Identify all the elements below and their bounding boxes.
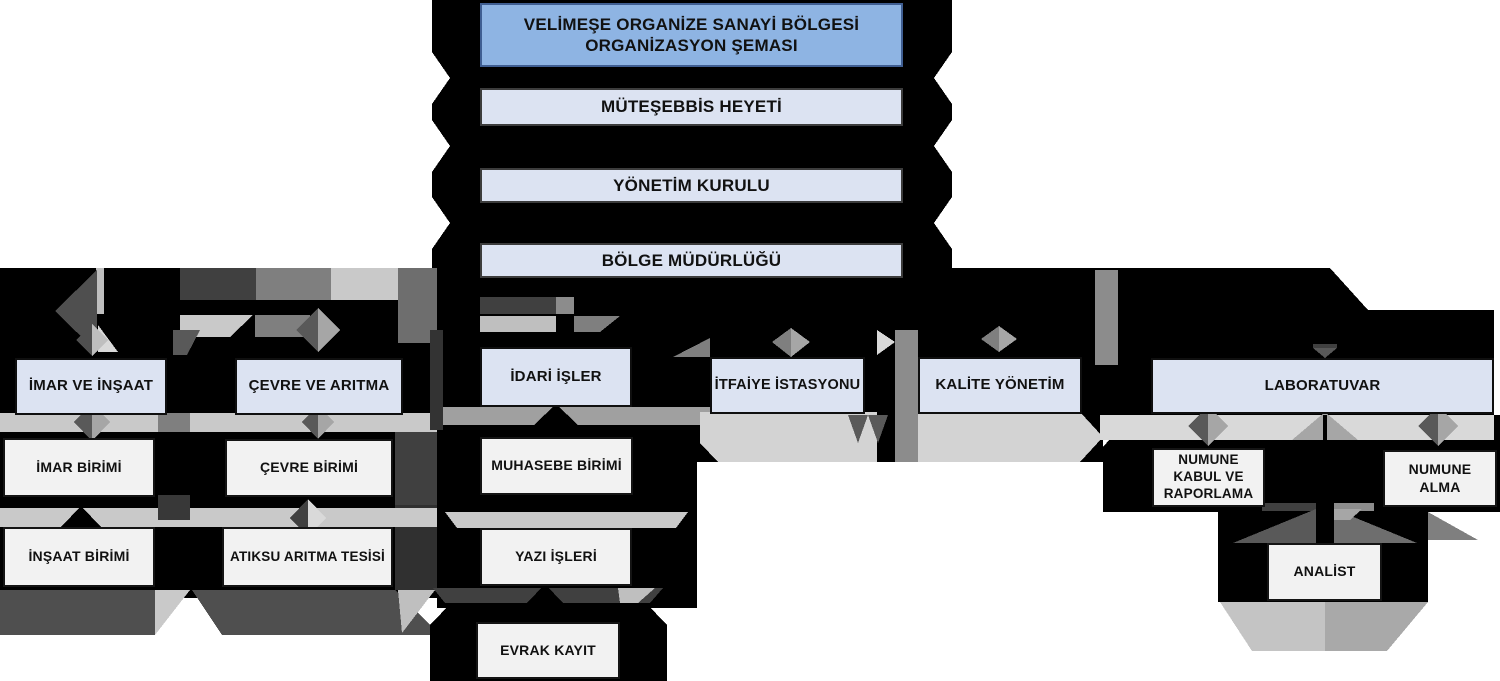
node-kalite-yonetim: KALİTE YÖNETİM [918,357,1082,414]
connector-shadow-shapes [0,268,1494,651]
node-evrak-kayit: EVRAK KAYIT [476,622,620,679]
node-numune-kabul-ve-raporlama: NUMUNE KABUL VE RAPORLAMA [1152,448,1265,507]
node-itfaiye-istasyonu: İTFAİYE İSTASYONU [710,357,865,414]
node-imar-ve-insaat: İMAR VE İNŞAAT [15,358,167,415]
node-bolge-mudurlugu: BÖLGE MÜDÜRLÜĞÜ [480,243,903,278]
node-imar-birimi: İMAR BİRİMİ [3,438,155,497]
node-numune-alma: NUMUNE ALMA [1383,450,1497,507]
node-idari-isler: İDARİ İŞLER [480,347,632,407]
node-insaat-birimi: İNŞAAT BİRİMİ [3,527,155,587]
node-atiksu-aritma-tesisi: ATIKSU ARITMA TESİSİ [222,527,393,587]
node-muhasebe-birimi: MUHASEBE BİRİMİ [480,437,633,495]
connector-white-notches [414,52,1500,447]
node-cevre-birimi: ÇEVRE BİRİMİ [225,439,393,497]
node-yazi-isleri: YAZI İŞLERİ [480,528,632,586]
node-analist: ANALİST [1267,543,1382,601]
node-root-title: VELİMEŞE ORGANİZE SANAYİ BÖLGESİ ORGANİZ… [480,3,903,67]
node-muteshebbis-heyeti: MÜTEŞEBBİS HEYETİ [480,88,903,126]
node-laboratuvar: LABORATUVAR [1151,358,1494,414]
node-yonetim-kurulu: YÖNETİM KURULU [480,168,903,203]
node-cevre-ve-aritma: ÇEVRE VE ARITMA [235,358,403,415]
